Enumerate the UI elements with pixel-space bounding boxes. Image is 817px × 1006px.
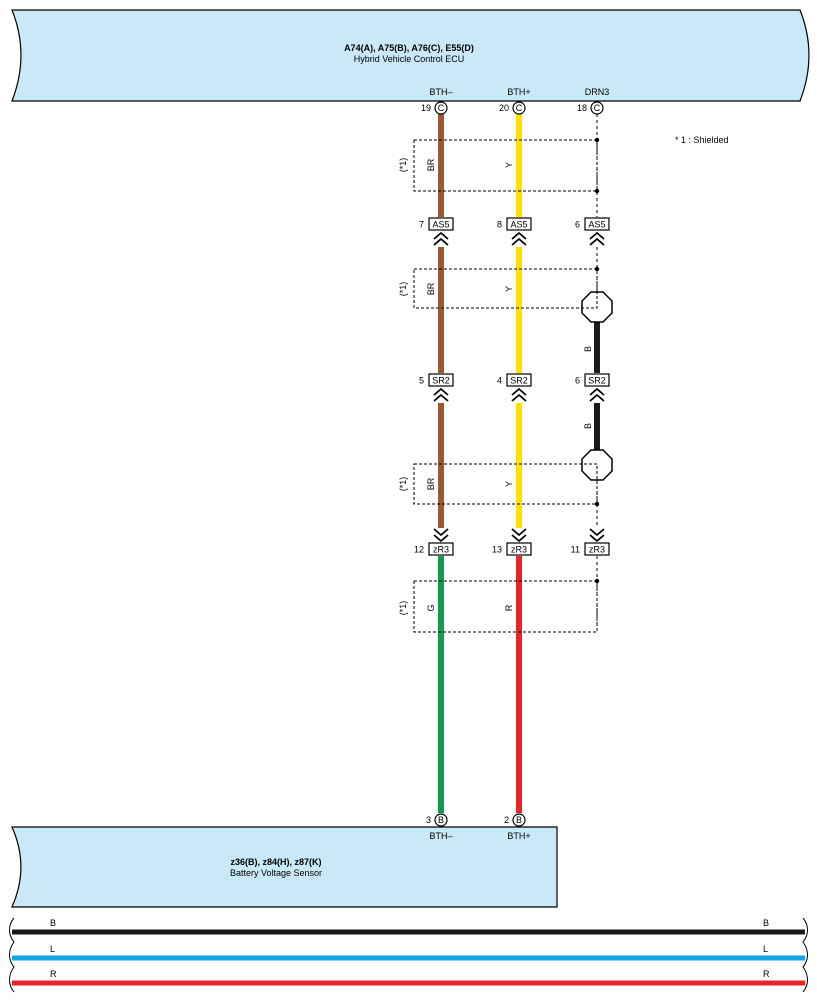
svg-text:11: 11 <box>571 545 580 555</box>
wire-code-br: BR <box>426 477 436 490</box>
svg-text:R: R <box>763 969 770 979</box>
wire-code-br: BR <box>426 158 436 171</box>
svg-text:6: 6 <box>575 376 580 386</box>
shield-note: (*1) <box>398 282 408 297</box>
sensor-pin-3: 3 <box>426 815 431 825</box>
svg-text:AS5: AS5 <box>588 220 605 230</box>
ecu-conn-letter: C <box>516 103 523 113</box>
svg-text:B: B <box>516 815 522 825</box>
svg-text:13: 13 <box>492 545 502 555</box>
svg-text:12: 12 <box>414 545 424 555</box>
shield-section-4: (*1) G R <box>398 578 600 633</box>
svg-text:5: 5 <box>419 376 424 386</box>
ecu-codes: A74(A), A75(B), A76(C), E55(D) <box>344 43 474 53</box>
svg-text:L: L <box>763 944 768 954</box>
ecu-pin-19: 19 <box>421 103 431 113</box>
svg-text:B: B <box>763 918 769 928</box>
sensor-terminal-bth-plus: BTH+ <box>507 831 530 841</box>
sensor-name: Battery Voltage Sensor <box>230 868 322 878</box>
ecu-pin-20: 20 <box>499 103 509 113</box>
sensor-codes: z36(B), z84(H), z87(K) <box>230 857 321 867</box>
ecu-pin-18: 18 <box>577 103 587 113</box>
wire-code-br: BR <box>426 282 436 295</box>
svg-text:SR2: SR2 <box>510 376 528 386</box>
shield-section-2: (*1) BR Y <box>398 266 600 309</box>
shield-note: (*1) <box>398 601 408 616</box>
wire-code-g: G <box>426 604 436 611</box>
sensor-terminal-bth-minus: BTH– <box>429 831 452 841</box>
wire-code-y: Y <box>504 286 514 292</box>
ecu-conn-letter: C <box>594 103 601 113</box>
ecu-terminal-circles: C 19 C 20 C 18 <box>421 101 604 115</box>
shield-section-1: (*1) BR Y <box>398 137 600 194</box>
ecu-name: Hybrid Vehicle Control ECU <box>354 54 465 64</box>
svg-text:AS5: AS5 <box>432 220 449 230</box>
ecu-conn-letter: C <box>438 103 445 113</box>
hybrid-vehicle-control-ecu: A74(A), A75(B), A76(C), E55(D) Hybrid Ve… <box>11 9 810 102</box>
svg-text:L: L <box>50 944 55 954</box>
svg-text:R: R <box>50 969 57 979</box>
battery-voltage-sensor: BTH– BTH+ z36(B), z84(H), z87(K) Battery… <box>11 826 558 908</box>
wire-code-b-2: B <box>583 423 593 429</box>
svg-text:zR3: zR3 <box>511 545 527 555</box>
wire-code-r: R <box>504 604 514 611</box>
legend-shielded: * 1 : Shielded <box>675 135 729 145</box>
svg-text:6: 6 <box>575 220 580 230</box>
shield-note: (*1) <box>398 158 408 173</box>
svg-text:zR3: zR3 <box>433 545 449 555</box>
svg-text:4: 4 <box>497 376 502 386</box>
connector-zr3: zR3 12 zR3 13 zR3 11 <box>414 528 610 556</box>
svg-text:zR3: zR3 <box>589 545 605 555</box>
svg-text:AS5: AS5 <box>510 220 527 230</box>
svg-text:8: 8 <box>497 220 502 230</box>
ecu-terminal-bth-minus: BTH– <box>429 87 452 97</box>
wire-code-y: Y <box>504 481 514 487</box>
connector-sr2: SR2 5 SR2 4 SR2 6 <box>419 373 610 402</box>
svg-text:SR2: SR2 <box>432 376 450 386</box>
ecu-terminal-drn3: DRN3 <box>585 87 610 97</box>
svg-text:7: 7 <box>419 220 424 230</box>
shield-note: (*1) <box>398 477 408 492</box>
sensor-terminal-circles: B 3 B 2 <box>426 813 526 827</box>
ecu-terminal-bth-plus: BTH+ <box>507 87 530 97</box>
wire-code-y: Y <box>504 162 514 168</box>
shield-section-3: (*1) BR Y <box>398 463 600 507</box>
svg-text:B: B <box>438 815 444 825</box>
shield-ground-octagon-lower <box>581 449 613 481</box>
svg-text:SR2: SR2 <box>588 376 606 386</box>
connector-as5: AS5 7 AS5 8 AS5 6 <box>419 217 610 246</box>
wire-code-b-1: B <box>583 346 593 352</box>
svg-text:B: B <box>50 918 56 928</box>
bus-lines: B B L L R R <box>9 917 808 993</box>
sensor-pin-2: 2 <box>504 815 509 825</box>
